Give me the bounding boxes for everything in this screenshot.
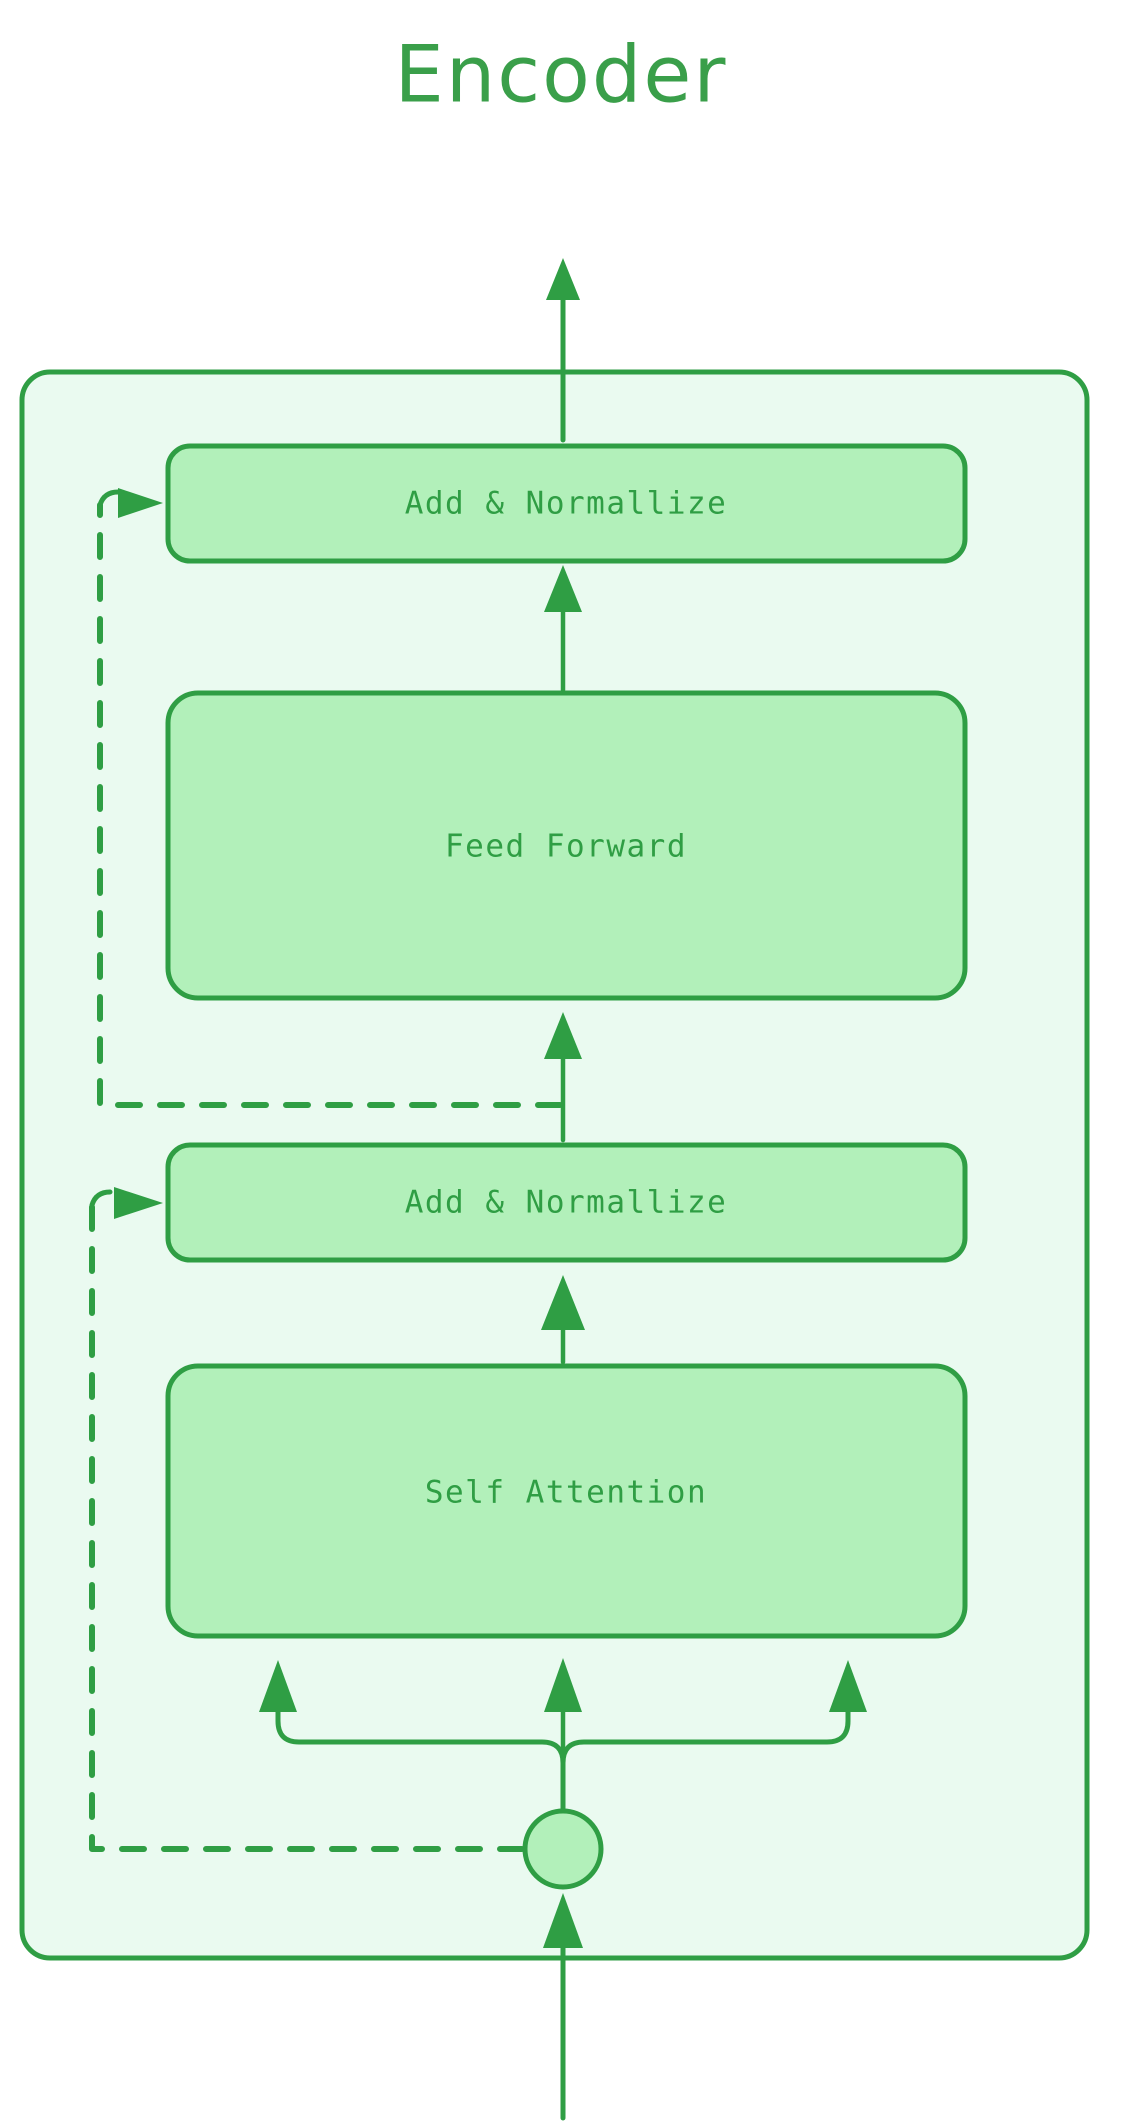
input-junction-node [522,1808,604,1890]
self-attention-label: Self Attention [425,1475,707,1511]
feed-forward-label: Feed Forward [445,829,687,865]
feed-forward-box [165,690,968,1001]
edge-junction-to-attention-right [560,1660,867,1815]
self-attention-box [165,1363,968,1639]
node-add-norm-bottom: Add & Normallize [165,1142,968,1263]
edge-attention-to-addnorm-bottom [541,1275,585,1365]
edge-residual-attention [89,1187,525,1852]
edge-input-to-junction [543,1893,583,2121]
edge-addnorm-bottom-to-feedforward [544,1012,582,1143]
add-norm-bottom-label: Add & Normallize [405,1185,728,1221]
edge-addnorm-top-to-output [546,258,580,443]
page-title: Encoder [395,30,728,120]
node-add-norm-top: Add & Normallize [165,443,968,564]
node-feed-forward: Feed Forward [165,690,968,1001]
add-norm-bottom-box [165,1142,968,1263]
add-norm-top-box [165,443,968,564]
edge-residual-feedforward [97,488,563,1108]
node-self-attention: Self Attention [165,1363,968,1639]
edge-feedforward-to-addnorm-top [544,565,582,693]
add-norm-top-label: Add & Normallize [405,486,728,522]
